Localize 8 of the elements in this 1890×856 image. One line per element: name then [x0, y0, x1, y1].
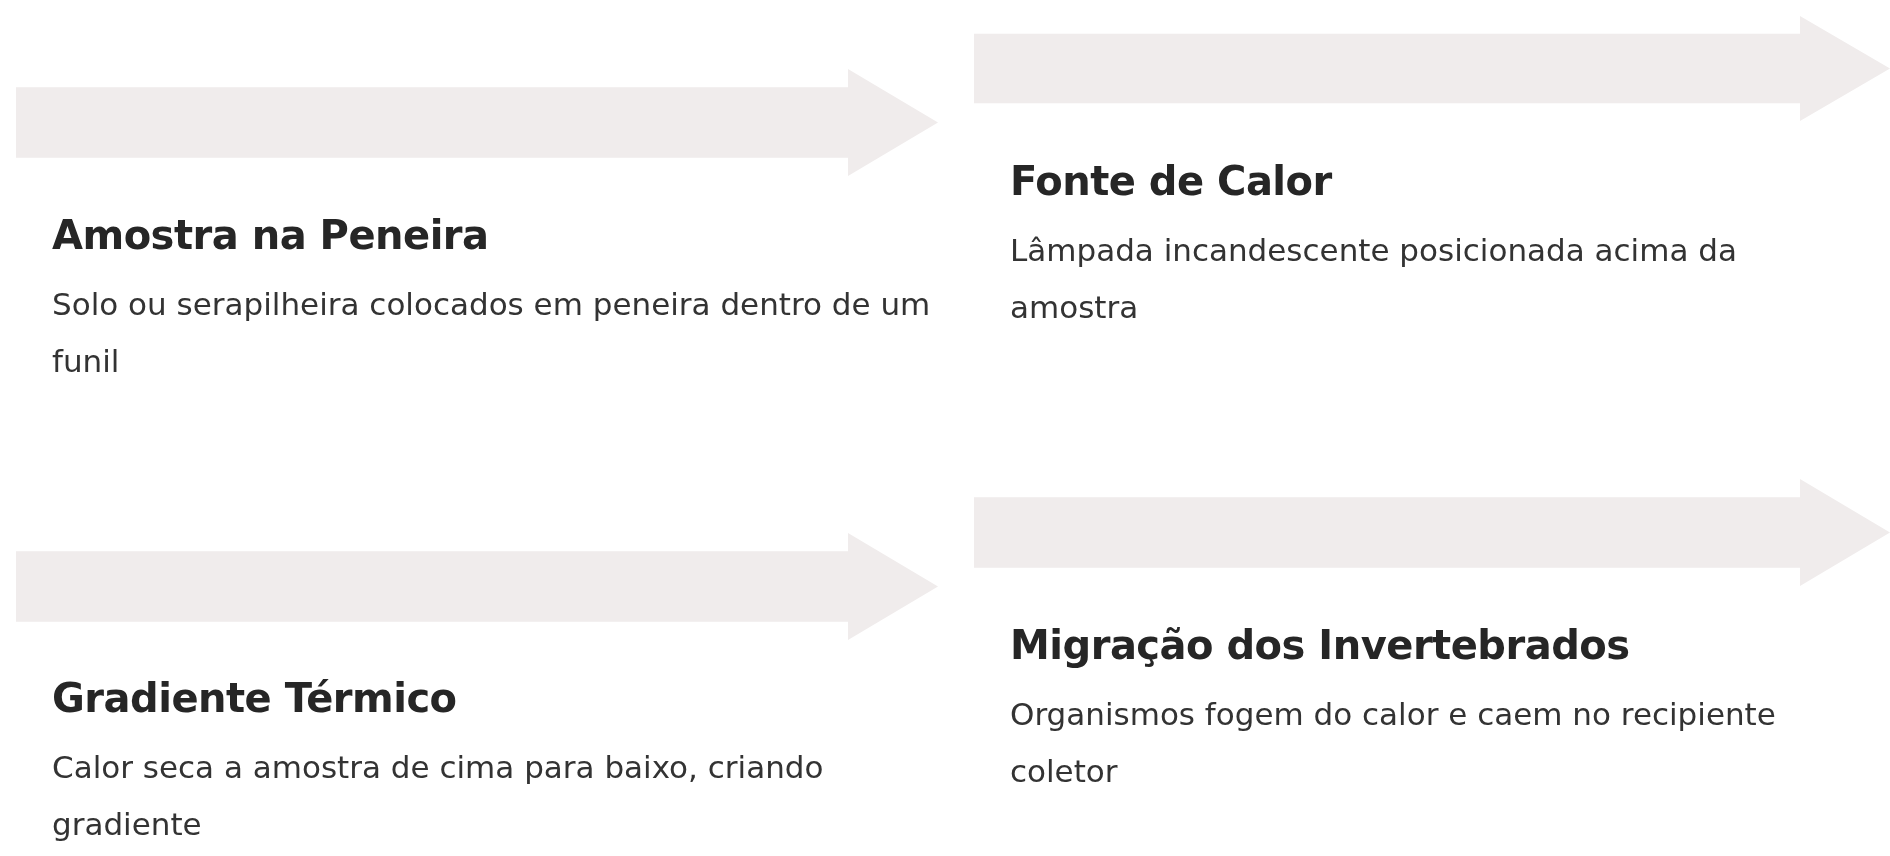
step-heading: Amostra na Peneira: [52, 212, 490, 258]
step-heading: Fonte de Calor: [1010, 158, 1333, 204]
step-description: Calor seca a amostra de cima para baixo, criando gradiente: [52, 748, 825, 844]
step-description: Solo ou serapilheira colocados em peneira dentro de um funil: [52, 285, 932, 381]
step-description: Organismos fogem do calor e caem no recipiente coletor: [1010, 695, 1777, 791]
step-heading: Gradiente Térmico: [52, 675, 458, 721]
step-description: Lâmpada incandescente posicionada acima da amostra: [1010, 231, 1738, 327]
step-heading: Migração dos Invertebrados: [1010, 622, 1631, 668]
